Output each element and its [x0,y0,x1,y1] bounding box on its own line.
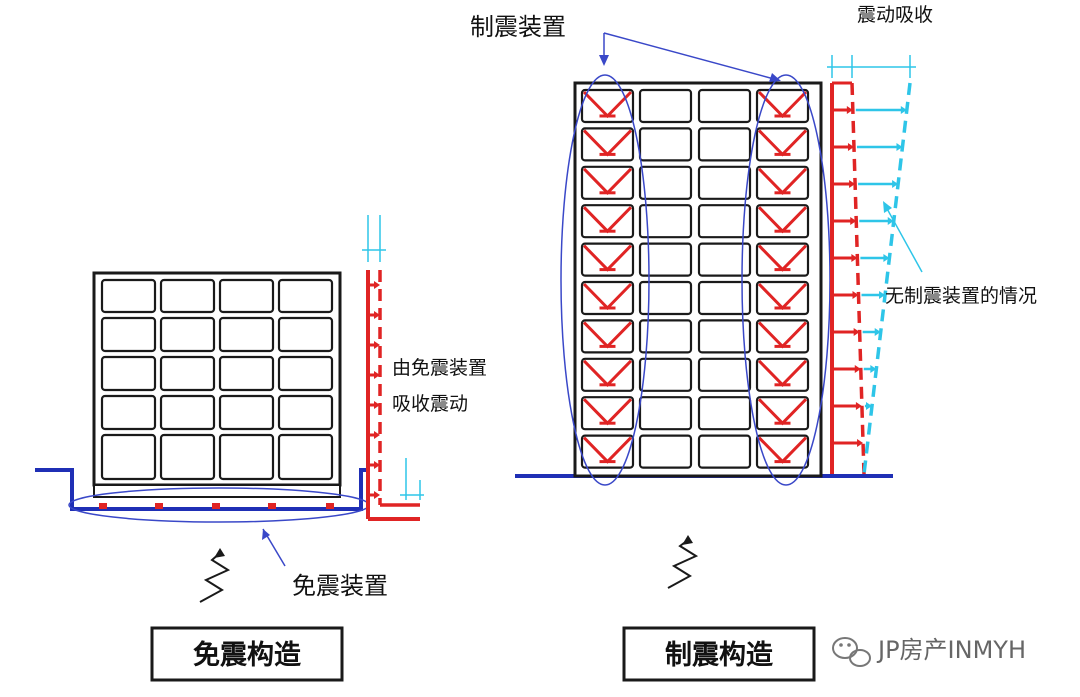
window [755,242,810,277]
window [277,316,334,353]
window [697,127,752,162]
wechat-icon [832,637,871,667]
window [100,355,157,392]
window [638,396,693,431]
window [697,165,752,200]
isolation-device-label: 免震装置 [292,572,388,600]
window [580,319,635,354]
isolation-caption-box [150,626,344,682]
window [638,127,693,162]
window [638,204,693,239]
window [755,396,810,431]
window [159,433,216,481]
seismic-wave-icon [199,548,231,603]
watermark: JP房产INMYH [832,636,1026,667]
isolation-pad [212,503,220,509]
window [580,204,635,239]
window [580,127,635,162]
window [697,396,752,431]
window [159,355,216,392]
window [218,355,275,392]
window [580,434,635,469]
window [277,278,334,314]
damping-caption-box [622,626,816,682]
damping-braces [582,90,808,464]
window [159,278,216,314]
window [697,357,752,392]
window [580,242,635,277]
window [100,394,157,431]
isolation-bearings [99,503,334,509]
seismic-wave-icon [667,535,699,589]
window [755,280,810,316]
window [277,355,334,392]
window [218,433,275,481]
window [277,433,334,481]
window [755,127,810,162]
window [159,316,216,353]
isolation-absorb-label-1: 由免震装置 [392,357,487,379]
window [159,394,216,431]
window [755,88,810,124]
window [755,319,810,354]
damping-absorb-label: 震动吸收 [857,4,933,26]
isolation-pad [155,503,163,509]
isolation-pad [99,503,107,509]
building-windows [580,88,810,469]
building-windows [100,278,334,481]
window [638,88,693,124]
window [218,316,275,353]
without-damper-label: 无制震装置的情况 [885,285,1037,307]
damping-structure: 制震装置 震动吸收 无制震装置的情况 制震构造 [470,4,1037,682]
isolation-caption: 免震构造 [193,640,301,671]
window [638,165,693,200]
window [755,357,810,392]
window [638,242,693,277]
window [638,357,693,392]
window [218,394,275,431]
isolation-pad [268,503,276,509]
window [697,319,752,354]
damping-caption: 制震构造 [665,640,773,671]
window [580,396,635,431]
damper-leader-lines [599,32,781,82]
window [638,280,693,316]
window [697,242,752,277]
window [755,165,810,200]
damped-building [573,81,823,478]
isolation-structure: 由免震装置 吸收震动 免震装置 免震构造 [35,215,487,682]
damping-response-diagram [827,55,923,475]
window [755,204,810,239]
window [638,319,693,354]
isolation-response-diagram [362,215,424,521]
window [697,204,752,239]
window [697,280,752,316]
window [697,88,752,124]
isolation-pad [326,503,334,509]
window [580,280,635,316]
window [755,434,810,469]
watermark-text: JP房产INMYH [876,636,1026,664]
window [100,278,157,314]
window [638,434,693,469]
window [100,433,157,481]
window [580,165,635,200]
window [100,316,157,353]
window [277,394,334,431]
isolated-building [92,271,342,498]
isolation-absorb-label-2: 吸收震动 [392,393,468,415]
window [580,357,635,392]
window [697,434,752,469]
window [218,278,275,314]
damper-device-label: 制震装置 [470,13,566,41]
damper-column-ellipse-left [560,74,650,486]
